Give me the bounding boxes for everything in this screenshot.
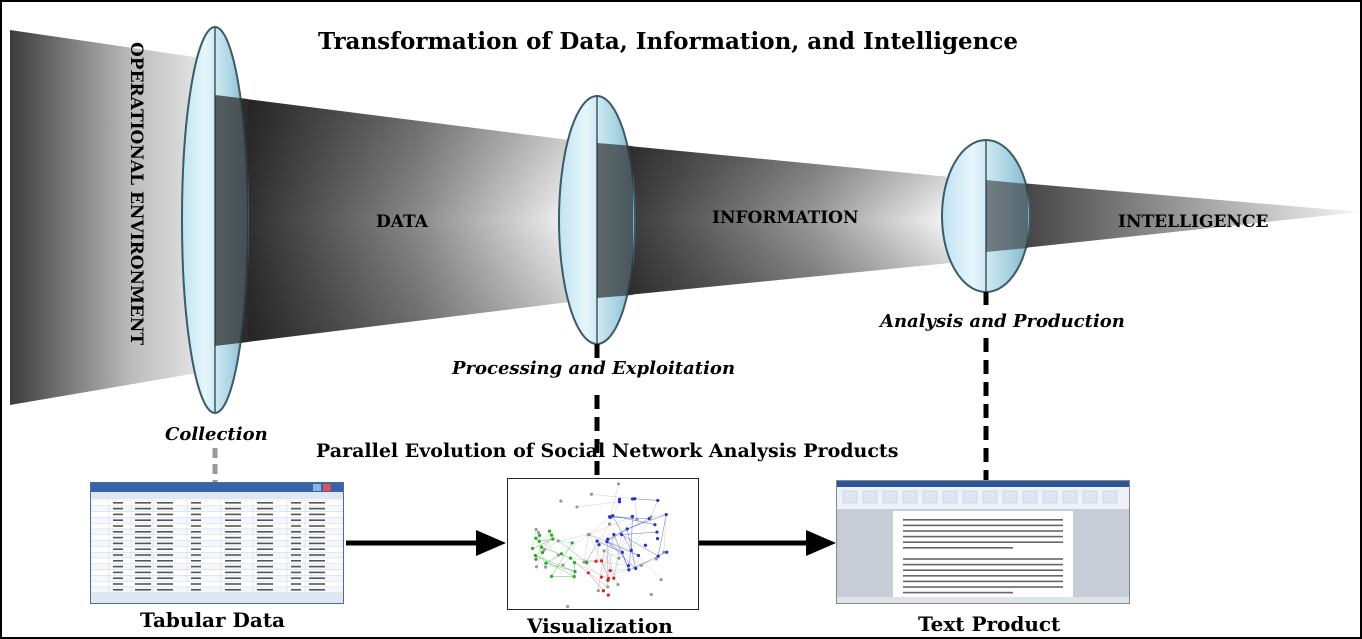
diagram-title: Transformation of Data, Information, and…: [318, 28, 1019, 55]
tabular-data-thumbnail: [90, 482, 344, 604]
text-product-thumbnail: [836, 480, 1130, 604]
operational-environment-label: OPERATIONAL ENVIRONMENT: [126, 42, 146, 346]
product-text-label: Text Product: [918, 612, 1061, 636]
process-processing-label: Processing and Exploitation: [452, 358, 736, 379]
arrow-tabular-to-visualization: [346, 530, 506, 556]
product-tabular-label: Tabular Data: [140, 608, 286, 632]
environment-cone: [10, 30, 215, 405]
process-analysis-label: Analysis and Production: [880, 311, 1125, 332]
stage-intelligence-label: INTELLIGENCE: [1118, 212, 1269, 232]
subtitle: Parallel Evolution of Social Network Ana…: [316, 440, 899, 462]
arrow-visualization-to-text: [698, 530, 836, 556]
tabular-window-graphic: [91, 483, 343, 603]
word-document-graphic: [837, 481, 1129, 603]
network-visualization-thumbnail: [507, 478, 699, 610]
stage-data-label: DATA: [376, 212, 428, 232]
network-graph: [530, 482, 669, 609]
stage-information-label: INFORMATION: [712, 208, 859, 228]
product-visualization-label: Visualization: [527, 614, 673, 638]
beam-intelligence: [986, 180, 1360, 252]
process-collection-label: Collection: [165, 424, 268, 445]
